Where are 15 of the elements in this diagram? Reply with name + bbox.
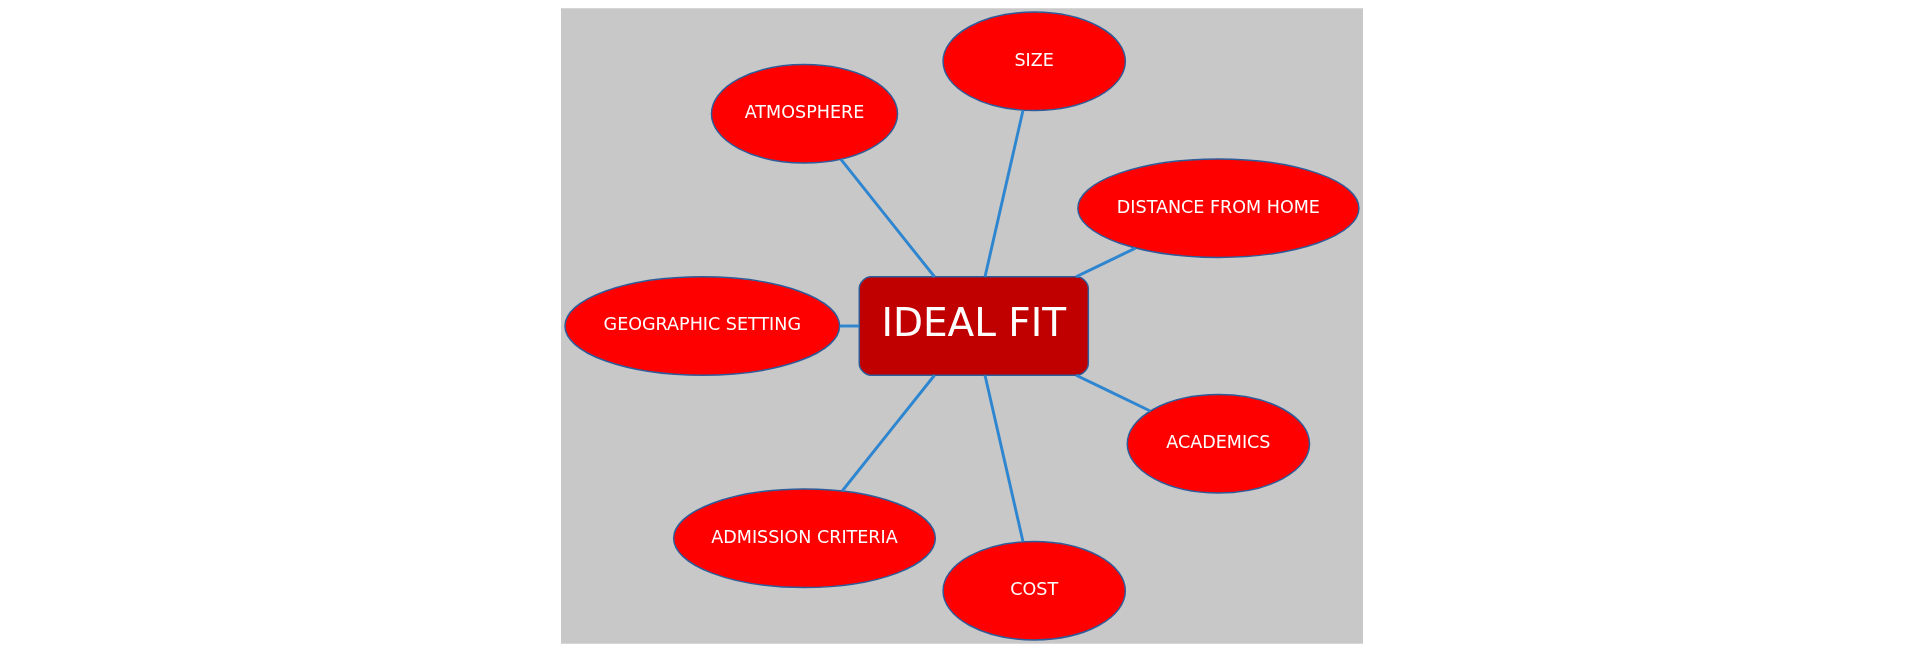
node-ellipse: ADMISSION CRITERIA <box>672 488 936 589</box>
node-ellipse: ACADEMICS <box>1126 393 1310 494</box>
connector <box>840 374 936 492</box>
node-box: IDEAL FIT <box>858 276 1089 376</box>
connector <box>983 375 1024 542</box>
node-ellipse: SIZE <box>941 11 1126 112</box>
connector <box>983 110 1024 277</box>
node-ellipse: DISTANCE FROM HOME <box>1076 158 1360 259</box>
node-ellipse: GEOGRAPHIC SETTING <box>563 276 840 376</box>
node-ellipse: COST <box>941 540 1126 641</box>
connector <box>839 324 859 328</box>
node-ellipse: ATMOSPHERE <box>710 63 898 164</box>
connector <box>1074 373 1151 413</box>
connector <box>839 158 936 278</box>
connector <box>1074 246 1136 279</box>
